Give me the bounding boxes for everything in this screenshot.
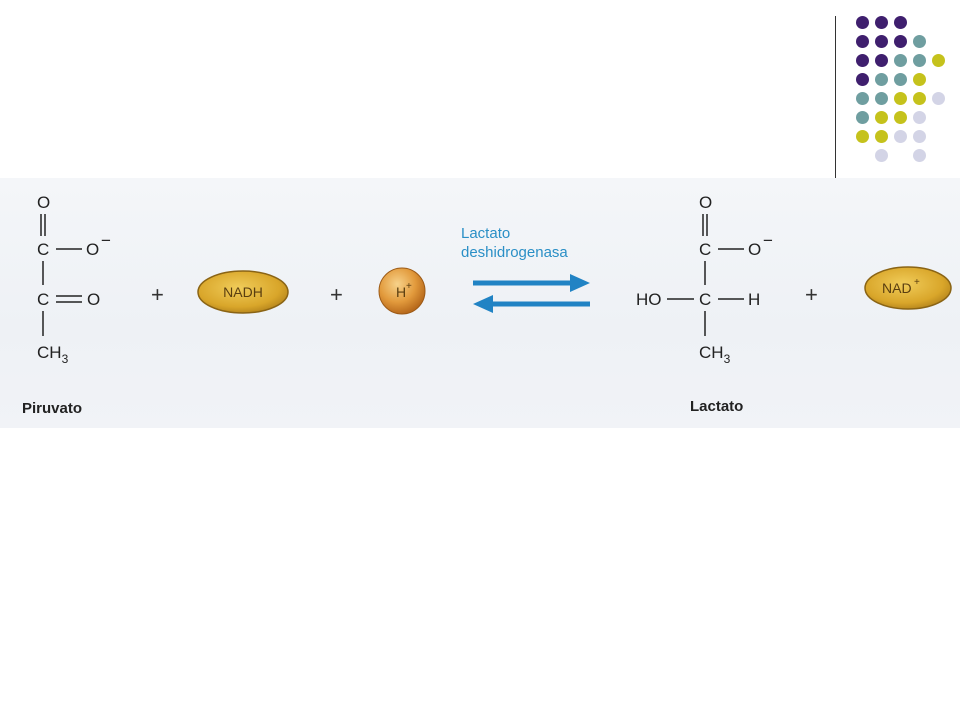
pyruvate-structure: O C O − C O CH3 Piruvato (22, 193, 111, 417)
lactate-ho: HO (636, 290, 662, 309)
pyruvate-o-top: O (37, 193, 50, 212)
decorative-dot (894, 73, 907, 86)
decorative-vertical-line (835, 16, 836, 178)
decorative-dot (856, 73, 869, 86)
decorative-dot (913, 73, 926, 86)
decorative-dot (894, 111, 907, 124)
decorative-dot (913, 111, 926, 124)
decorative-dot (856, 54, 869, 67)
plus-sign-1: + (151, 282, 164, 307)
nadh-label: NADH (223, 284, 263, 300)
decorative-dot-grid (0, 0, 960, 200)
plus-sign-3: + (805, 282, 818, 307)
reaction-diagram: O C O − C O CH3 Piruvato + NADH (22, 193, 952, 417)
lactate-o-minus: O (748, 240, 761, 259)
decorative-dot (875, 35, 888, 48)
pyruvate-c1: C (37, 240, 49, 259)
decorative-dot (913, 92, 926, 105)
pyruvate-ch3: CH3 (37, 343, 69, 366)
decorative-dot (875, 111, 888, 124)
pyruvate-c2: C (37, 290, 49, 309)
decorative-dot (894, 16, 907, 29)
lactate-structure: O C O − HO C H CH3 Lactato (636, 193, 773, 415)
nad-charge: + (914, 277, 920, 288)
decorative-dot (875, 16, 888, 29)
lactate-c1: C (699, 240, 711, 259)
lactate-c2: C (699, 290, 711, 309)
pyruvate-o-double: O (87, 290, 100, 309)
decorative-dot (913, 35, 926, 48)
lactate-h: H (748, 290, 760, 309)
proton-ball (378, 267, 426, 315)
enzyme-label-line1: Lactato (461, 225, 510, 242)
plus-sign-2: + (330, 282, 343, 307)
equilibrium-arrows (473, 274, 590, 313)
nad-molecule: NAD + (864, 266, 952, 310)
forward-arrow-head (570, 274, 590, 292)
decorative-dot (913, 54, 926, 67)
decorative-dot (894, 92, 907, 105)
lactate-ch3: CH3 (699, 343, 731, 366)
decorative-dot (932, 92, 945, 105)
enzyme-label-line2: deshidrogenasa (461, 244, 568, 261)
decorative-dot (913, 130, 926, 143)
pyruvate-o-minus: O (86, 240, 99, 259)
lactate-o-top: O (699, 193, 712, 212)
proton-molecule: H + (378, 267, 426, 315)
decorative-dot (856, 16, 869, 29)
decorative-dot (932, 54, 945, 67)
reaction-figure: O C O − C O CH3 Piruvato + NADH (0, 178, 960, 428)
decorative-dot (875, 92, 888, 105)
proton-label: H (396, 284, 406, 300)
reverse-arrow-head (473, 295, 493, 313)
nad-label: NAD (882, 280, 912, 296)
decorative-dot (856, 111, 869, 124)
lactate-charge: − (763, 231, 773, 250)
decorative-dot (894, 54, 907, 67)
lactate-name: Lactato (690, 398, 743, 415)
nad-pill (864, 266, 952, 310)
decorative-dot (875, 149, 888, 162)
decorative-dot (875, 130, 888, 143)
pyruvate-name: Piruvato (22, 400, 82, 417)
nadh-molecule: NADH (197, 270, 289, 314)
proton-charge: + (406, 281, 412, 292)
decorative-dot (875, 73, 888, 86)
decorative-dot (856, 92, 869, 105)
decorative-dot (894, 130, 907, 143)
nadh-pill (197, 270, 289, 314)
decorative-dot (856, 35, 869, 48)
decorative-dot (894, 35, 907, 48)
decorative-dot (875, 54, 888, 67)
decorative-dot (856, 130, 869, 143)
decorative-dot (913, 149, 926, 162)
pyruvate-charge: − (101, 231, 111, 250)
